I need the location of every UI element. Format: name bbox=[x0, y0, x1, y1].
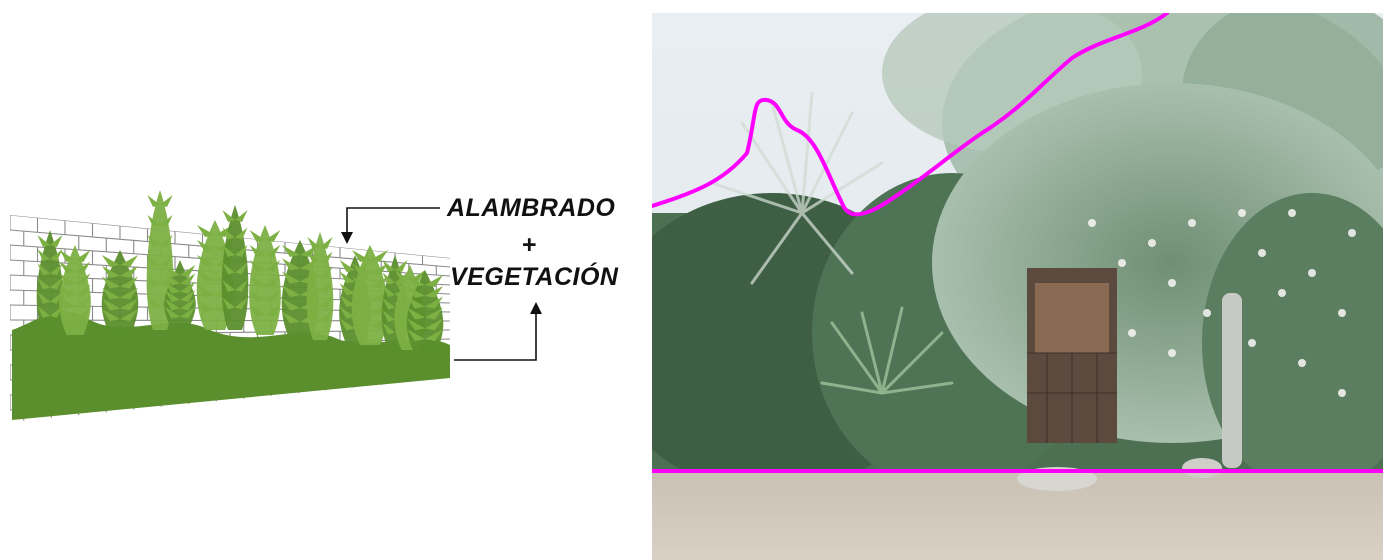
arrow-up-icon bbox=[454, 302, 542, 361]
tree-trunk bbox=[1222, 293, 1242, 468]
dirt-road bbox=[652, 471, 1383, 560]
label-vegetacion: VEGETACIÓN bbox=[450, 263, 619, 291]
arrow-down-icon bbox=[341, 207, 440, 244]
label-alambrado: ALAMBRADO bbox=[447, 194, 616, 222]
fence-vegetation-illustration bbox=[10, 190, 542, 422]
label-plus: + bbox=[522, 231, 538, 259]
street-photo bbox=[652, 13, 1383, 560]
vegetation-outline-line bbox=[652, 13, 1169, 217]
vegetation-icon bbox=[12, 190, 450, 420]
gate bbox=[1027, 268, 1117, 443]
palm-leaves bbox=[710, 91, 884, 285]
